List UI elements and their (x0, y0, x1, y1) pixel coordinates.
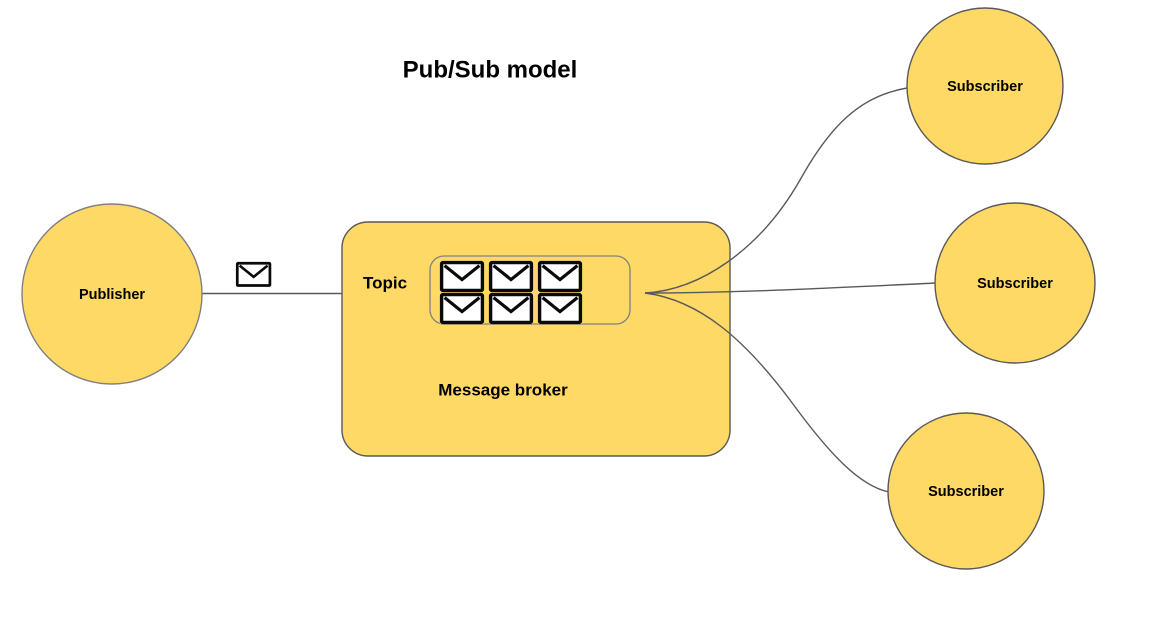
topic-label: Topic (363, 273, 407, 292)
node-subscriber-1[interactable]: Subscriber (906, 7, 1064, 165)
topic-to-subscriber-2-curve (644, 282, 937, 294)
publisher-circle[interactable] (21, 203, 203, 385)
envelope-icon (536, 291, 584, 326)
page-title: Pub/Sub model (403, 56, 578, 83)
in-flight-message (234, 260, 273, 289)
envelope-icon (487, 259, 535, 294)
envelope-icon (234, 260, 273, 289)
subscriber-1-circle[interactable] (906, 7, 1064, 165)
node-subscriber-2[interactable]: Subscriber (934, 202, 1096, 364)
envelope-icon (536, 259, 584, 294)
envelope-icon (487, 291, 535, 326)
message-broker-label: Message broker (438, 380, 568, 399)
topic-to-subscriber-3-curve (644, 292, 890, 493)
node-subscriber-3[interactable]: Subscriber (887, 412, 1045, 570)
envelope-icon (438, 291, 486, 326)
subscriber-3-label: Subscriber (928, 484, 1004, 500)
connectors-topic-to-subscribers (644, 87, 937, 493)
subscriber-1-label: Subscriber (947, 79, 1023, 95)
subscriber-3-circle[interactable] (887, 412, 1045, 570)
subscriber-2-circle[interactable] (934, 202, 1096, 364)
topic-queue-box[interactable] (429, 255, 631, 326)
envelope-icon (438, 259, 486, 294)
subscriber-2-label: Subscriber (977, 276, 1053, 292)
topic-to-subscriber-1-curve (644, 87, 908, 294)
node-publisher[interactable]: Publisher (21, 203, 203, 385)
publisher-label: Publisher (79, 287, 145, 303)
